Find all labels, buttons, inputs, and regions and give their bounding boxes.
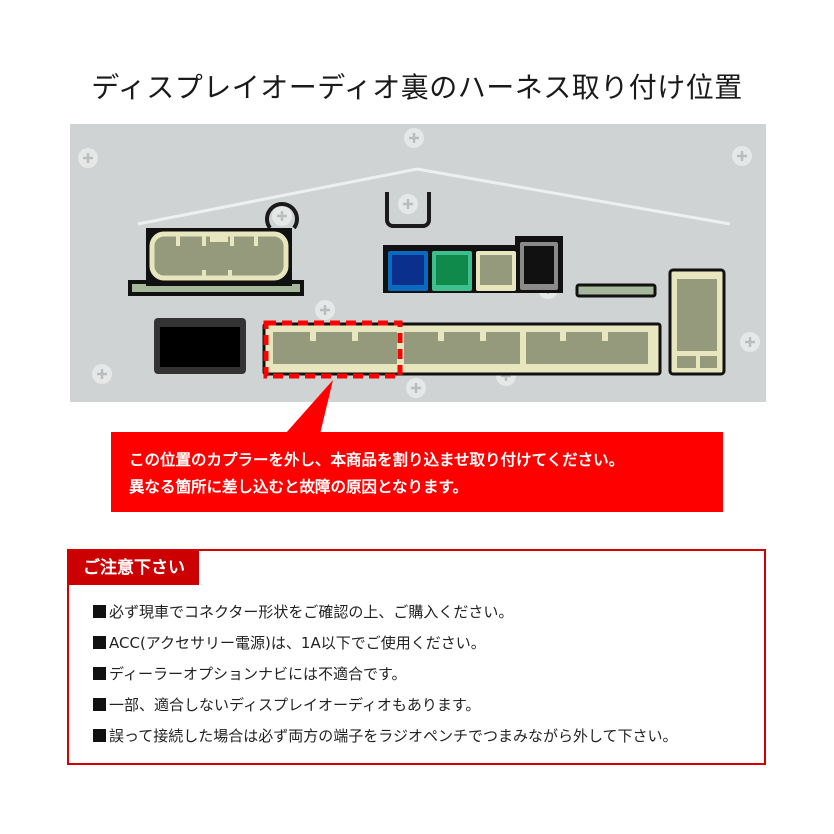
highlight-target-box [263, 320, 403, 379]
beige-connector [476, 251, 516, 291]
u-clip-icon [385, 192, 431, 228]
black-coupler-left [154, 318, 246, 374]
black-connector [520, 242, 558, 290]
screw-icon [272, 206, 292, 226]
blue-connector [388, 251, 428, 291]
bullet-square-icon [93, 636, 106, 649]
green-connector [432, 251, 472, 291]
slim-slot [575, 283, 657, 298]
display-audio-back-panel [70, 124, 766, 402]
large-left-connector [128, 228, 304, 296]
notice-item: ディーラーオプションナビには不適合です。 [93, 659, 678, 690]
notice-item: 一部、適合しないディスプレイオーディオもあります。 [93, 690, 678, 721]
notice-box: ご注意下さい 必ず現車でコネクター形状をご確認の上、ご購入ください。 ACC(ア… [67, 549, 766, 765]
harness-diagram [78, 128, 760, 398]
bullet-square-icon [93, 698, 106, 711]
screw-icon [92, 364, 112, 384]
notice-heading: ご注意下さい [69, 551, 199, 585]
bullet-square-icon [93, 729, 106, 742]
screw-icon [406, 378, 426, 398]
bullet-square-icon [93, 605, 106, 618]
screw-icon [740, 332, 760, 352]
notice-item: 誤って接続した場合は必ず両方の端子をラジオペンチでつまみながら外して下さい。 [93, 721, 678, 752]
panel-outline-line [137, 167, 731, 226]
tall-right-connector [668, 268, 726, 376]
screw-icon [404, 128, 424, 148]
bullet-square-icon [93, 667, 106, 680]
screw-icon [78, 148, 98, 168]
clip-ring-icon [265, 202, 299, 230]
screw-icon [732, 146, 752, 166]
callout-line-1: この位置のカプラーを外し、本商品を割り込ませ取り付けてください。 [129, 451, 625, 469]
long-bottom-connector [262, 322, 662, 376]
colored-connector-row [383, 236, 563, 293]
screw-icon [315, 300, 335, 320]
callout-line-2: 異なる箇所に差し込むと故障の原因となります。 [129, 478, 468, 496]
notice-list: 必ず現車でコネクター形状をご確認の上、ご購入ください。 ACC(アクセサリー電源… [93, 597, 678, 752]
installation-callout: この位置のカプラーを外し、本商品を割り込ませ取り付けてください。 異なる箇所に差… [111, 432, 723, 512]
notice-item: 必ず現車でコネクター形状をご確認の上、ご購入ください。 [93, 597, 678, 628]
screw-icon [398, 194, 418, 214]
notice-item: ACC(アクセサリー電源)は、1A以下でご使用ください。 [93, 628, 678, 659]
page-title: ディスプレイオーディオ裏のハーネス取り付け位置 [91, 71, 743, 104]
